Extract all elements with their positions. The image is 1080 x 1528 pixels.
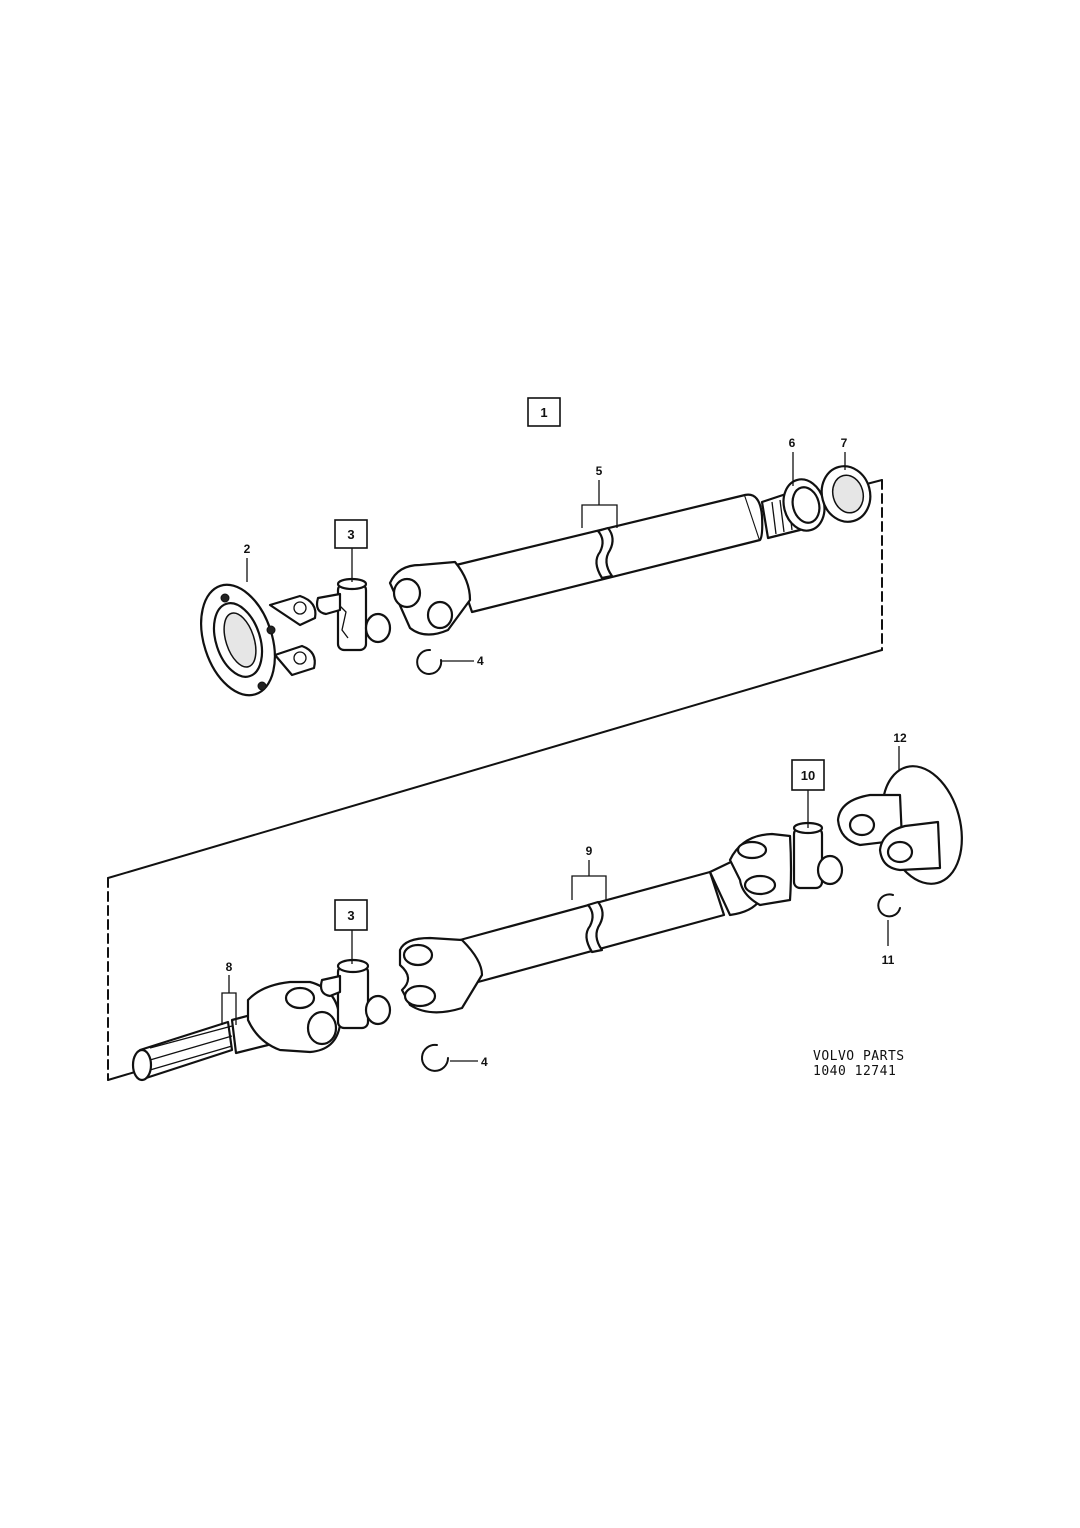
callout-6: 6	[789, 436, 796, 450]
callout-box-3-lower	[334, 899, 368, 931]
shaft-tube-upper	[388, 490, 802, 636]
circlip-upper	[416, 648, 474, 675]
callout-1: 1	[540, 405, 547, 420]
callout-box-1	[527, 397, 561, 427]
splined-shaft-yoke	[131, 980, 342, 1082]
shaft-tube-lower	[398, 832, 793, 1014]
callout-4-upper: 4	[477, 654, 484, 668]
flange-yoke	[200, 583, 317, 697]
circlip-right	[877, 893, 901, 946]
seal-cap	[820, 465, 872, 523]
callout-3-lower: 3	[347, 908, 354, 923]
part-reference: VOLVO PARTS 1040 12741	[813, 1049, 905, 1079]
callout-box-10	[791, 759, 825, 791]
callout-10: 10	[801, 768, 815, 783]
universal-joint-cross-right	[792, 821, 844, 890]
reference-line-1: VOLVO PARTS	[813, 1049, 905, 1064]
callout-box-3-upper	[334, 519, 368, 549]
circlip-lower	[421, 1043, 478, 1072]
callout-8: 8	[226, 960, 233, 974]
universal-joint-cross-lower	[319, 958, 392, 1030]
callout-labels: 1 2 3 4 5 6 7 8 3 4 9 10 11 12	[226, 397, 907, 1069]
callout-9: 9	[586, 844, 593, 858]
callout-2: 2	[244, 542, 251, 556]
flange-yoke-right	[836, 765, 963, 885]
callout-7: 7	[841, 436, 848, 450]
reference-line-2: 1040 12741	[813, 1064, 896, 1079]
universal-joint-cross-upper	[315, 577, 392, 652]
leader-lines	[221, 452, 900, 1025]
callout-11: 11	[882, 953, 895, 967]
callout-3-upper: 3	[347, 527, 354, 542]
callout-4-lower: 4	[481, 1055, 488, 1069]
callout-5: 5	[596, 464, 603, 478]
callout-12: 12	[893, 731, 907, 745]
